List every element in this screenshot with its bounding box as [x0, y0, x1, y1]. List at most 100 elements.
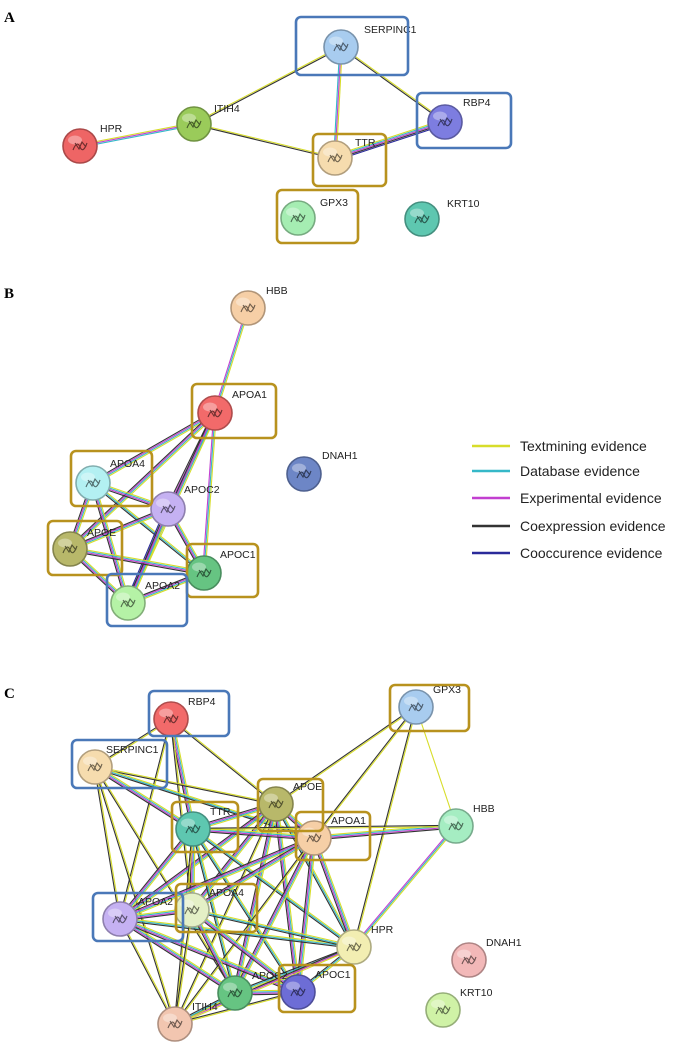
edge-line-db	[314, 837, 356, 947]
edge-hbb-hpr	[352, 824, 458, 949]
protein-structure-icon	[290, 212, 306, 223]
edge-line-db	[353, 825, 457, 948]
node-highlight	[292, 463, 306, 473]
highlight-box-gold	[46, 519, 124, 577]
node-label: APOA1	[331, 815, 366, 827]
edge-line-coexp	[275, 706, 416, 804]
edge-serpinc1-ttr	[333, 46, 343, 159]
protein-structure-icon	[120, 597, 136, 608]
evidence-legend: Textmining evidence Database evidence Ex…	[472, 438, 666, 561]
node-label: TTR	[210, 806, 231, 818]
node-serpinc1[interactable]: SERPINC1	[77, 744, 159, 785]
edge-apoa1-apoe	[68, 411, 217, 551]
edge-apoa1-apoa4	[190, 835, 316, 913]
node-label: GPX3	[320, 197, 348, 209]
edge-line-db	[80, 124, 195, 148]
legend-label-experimental: Experimental evidence	[520, 490, 662, 506]
edge-line-coexp	[173, 803, 276, 1024]
node-label: APOC1	[220, 549, 256, 561]
protein-structure-icon	[414, 213, 430, 224]
node-krt10[interactable]: KRT10	[425, 987, 493, 1028]
highlight-box-gold	[256, 777, 325, 833]
node-apoe[interactable]: APOE	[52, 527, 116, 567]
node-rbp4[interactable]: RBP4	[427, 97, 491, 140]
protein-structure-icon	[435, 1004, 451, 1015]
node-itih4[interactable]: ITIH4	[157, 1001, 218, 1042]
node-label: APOC2	[184, 484, 220, 496]
edge-line-coexp	[311, 838, 353, 948]
node-apoa4[interactable]: APOA4	[75, 458, 145, 501]
panel-letter-b: B	[4, 286, 14, 302]
edge-line-text	[79, 122, 194, 146]
node-label: HPR	[371, 924, 394, 936]
node-rbp4[interactable]: RBP4	[153, 696, 216, 737]
node-dnah1[interactable]: DNAH1	[451, 937, 522, 978]
protein-structure-icon	[437, 116, 453, 127]
node-itih4[interactable]: ITIH4	[176, 103, 240, 142]
node-ttr[interactable]: TTR	[175, 806, 231, 847]
edge-line-coexp	[340, 47, 445, 123]
edge-line-text	[314, 707, 417, 839]
edge-line-exp	[174, 946, 355, 1025]
edge-apoa4-itih4	[173, 909, 194, 1025]
edge-line-text	[95, 766, 177, 1024]
edge-apoe-itih4	[173, 803, 278, 1025]
highlight-box-gold	[294, 810, 372, 862]
node-label: DNAH1	[322, 450, 358, 462]
edge-serpinc1-rbp4	[340, 46, 446, 123]
edge-line-coexp	[191, 829, 298, 994]
node-highlight	[192, 562, 206, 572]
node-apoc2[interactable]: APOC2	[150, 484, 220, 527]
node-apoc1[interactable]: APOC1	[186, 549, 256, 591]
node-highlight	[156, 498, 170, 508]
node-apoc1[interactable]: APOC1	[280, 969, 351, 1010]
edge-line-coexp	[118, 919, 175, 1025]
protein-structure-icon	[333, 41, 349, 52]
highlight-box-blue	[105, 572, 189, 628]
node-serpinc1[interactable]: SERPINC1	[323, 24, 417, 65]
node-label: ITIH4	[192, 1001, 218, 1013]
edge-line-db	[334, 120, 445, 158]
node-hpr[interactable]: HPR	[336, 924, 394, 965]
node-highlight	[68, 135, 82, 145]
edge-line-exp	[69, 412, 215, 549]
edge-line-text	[193, 45, 341, 124]
edge-line-coexp	[194, 47, 342, 126]
node-ttr[interactable]: TTR	[317, 137, 376, 176]
highlight-box-layer	[70, 683, 471, 1014]
edge-line-text	[120, 918, 177, 1024]
node-apoa2[interactable]: APOA2	[110, 580, 180, 621]
edge-line-text	[193, 827, 356, 947]
node-gpx3[interactable]: GPX3	[280, 197, 348, 236]
edge-line-db	[95, 765, 194, 829]
node-apoe[interactable]: APOE	[258, 781, 322, 822]
node-apoa2[interactable]: APOA2	[102, 896, 173, 937]
node-highlight	[444, 815, 458, 825]
node-krt10[interactable]: KRT10	[404, 198, 480, 237]
node-highlight	[203, 402, 217, 412]
node-hbb[interactable]: HBB	[230, 285, 288, 326]
highlight-box-layer	[46, 382, 278, 628]
legend-label-cooccurence: Cooccurence evidence	[520, 545, 663, 561]
edge-line-coexp	[118, 920, 235, 996]
edge-apoa1-apoa4	[91, 410, 217, 486]
node-highlight	[159, 708, 173, 718]
node-hpr[interactable]: HPR	[62, 123, 123, 164]
node-dnah1[interactable]: DNAH1	[286, 450, 358, 492]
edge-line-text	[70, 414, 217, 551]
node-apoa1[interactable]: APOA1	[197, 389, 267, 431]
edge-line-coexp	[68, 411, 215, 548]
edge-line-coexp	[91, 410, 215, 482]
edge-line-text	[341, 46, 446, 122]
edge-line-coexp	[313, 706, 416, 838]
node-hbb[interactable]: HBB	[438, 803, 495, 844]
legend-label-textmining: Textmining evidence	[520, 438, 647, 454]
edge-gpx3-apoa1	[313, 706, 417, 839]
edge-line-coexp	[234, 945, 354, 993]
edge-line-coexp	[191, 910, 354, 949]
highlight-box-blue	[91, 891, 185, 943]
edge-line-coexp	[191, 829, 235, 994]
node-gpx3[interactable]: GPX3	[398, 684, 461, 725]
